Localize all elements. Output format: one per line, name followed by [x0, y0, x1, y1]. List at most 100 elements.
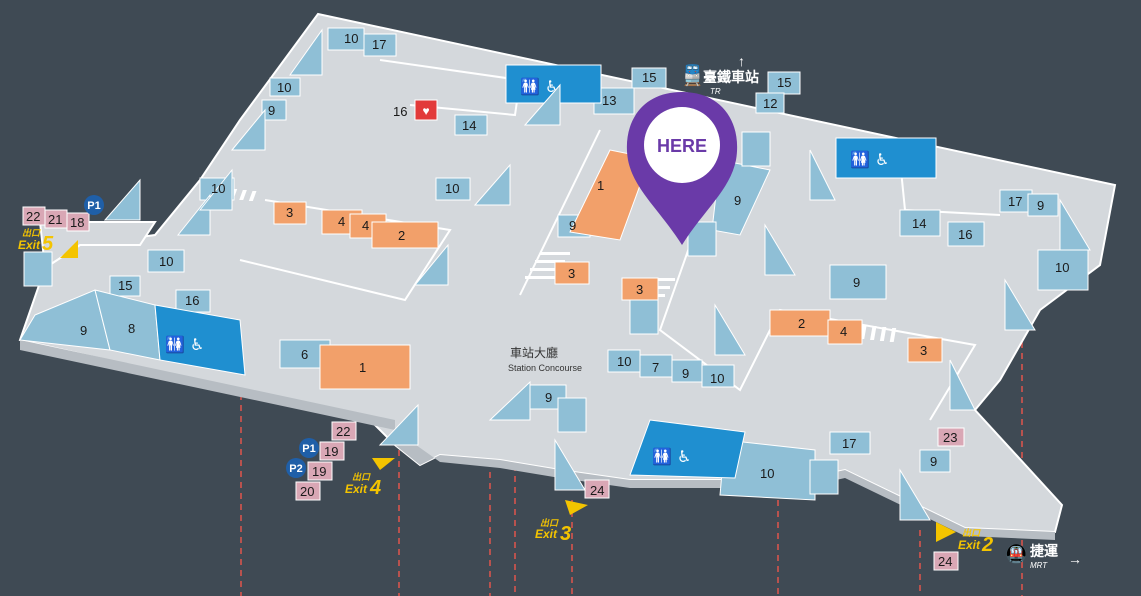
unit-label: 8 — [128, 321, 135, 336]
svg-text:🚻 ♿: 🚻 ♿ — [652, 447, 691, 466]
unit-label: 22 — [336, 424, 350, 439]
unit-label: 10 — [277, 80, 291, 95]
unit-label: 3 — [636, 282, 643, 297]
unit-label: 17 — [1008, 194, 1022, 209]
exit-2: 出口 Exit 2 — [958, 528, 993, 556]
unit-label: 3 — [286, 205, 293, 220]
exit-4: 出口 Exit 4 — [345, 472, 381, 499]
exit-zh: 出口 — [962, 528, 981, 538]
exit-num: 5 — [42, 233, 54, 255]
unit-label: 24 — [938, 554, 952, 569]
unit-label: 14 — [462, 118, 476, 133]
exit-en: Exit — [345, 482, 368, 496]
unit-label: 10 — [344, 31, 358, 46]
unit-label: 9 — [682, 366, 689, 381]
unit-label: 1 — [597, 178, 604, 193]
unit-label: 1 — [359, 360, 366, 375]
unit-label: 19 — [324, 444, 338, 459]
unit-label: 2 — [398, 228, 405, 243]
parking-p2: P2 — [289, 463, 302, 475]
heart-icon: ♥ — [422, 104, 429, 118]
concourse-zh: 車站大廳 — [510, 345, 558, 360]
restrooms: 🚻 ♿ 🚻 ♿ 🚻 ♿ 🚻 ♿ — [154, 64, 937, 479]
exit-zh: 出口 — [22, 228, 41, 238]
unit-label: 9 — [80, 323, 87, 338]
here-marker — [626, 92, 738, 245]
unit-label: 3 — [568, 266, 575, 281]
unit-label: 13 — [602, 93, 616, 108]
exit-3: 出口 Exit 3 — [535, 518, 571, 545]
mrt-en: MRT — [1030, 561, 1048, 570]
parking-badges — [84, 195, 319, 478]
exit-zh: 出口 — [352, 472, 371, 482]
concourse-en: Station Concourse — [508, 363, 582, 373]
unit-label: 10 — [159, 254, 173, 269]
unit-label: 3 — [920, 343, 927, 358]
unit-label: 9 — [569, 218, 576, 233]
svg-text:🚻 ♿: 🚻 ♿ — [520, 77, 559, 96]
unit-label: 12 — [763, 96, 777, 111]
exit-en: Exit — [535, 527, 558, 541]
unit-label: 9 — [545, 390, 552, 405]
unit-label: 17 — [842, 436, 856, 451]
metro-icon: 🚇 — [1005, 543, 1027, 564]
unit-label: 14 — [912, 216, 926, 231]
svg-text:🚻 ♿: 🚻 ♿ — [165, 335, 204, 354]
unit-label: 9 — [734, 193, 741, 208]
unit-label: 10 — [710, 371, 724, 386]
exit-en: Exit — [958, 538, 981, 552]
unit-label: 10 — [617, 354, 631, 369]
unit-label: 10 — [211, 181, 225, 196]
parking-p1: P1 — [87, 200, 100, 212]
exit-num: 3 — [560, 523, 571, 545]
unit-label: 10 — [445, 181, 459, 196]
tr-arrow-icon: ↑ — [738, 53, 745, 69]
exit-num: 2 — [981, 534, 993, 556]
unit-labels: 10 17 10 9 16 14 13 15 15 12 10 10 1 9 9… — [26, 31, 1069, 569]
mrt-zh: 捷運 — [1030, 543, 1059, 560]
service-icon — [414, 99, 438, 121]
unit-label: 4 — [362, 218, 369, 233]
train-icon: 🚆 — [680, 63, 705, 87]
exit-num: 4 — [369, 477, 381, 499]
unit-label: 9 — [268, 103, 275, 118]
unit-label: 15 — [777, 75, 791, 90]
unit-label: 7 — [652, 360, 659, 375]
exit-arrows — [60, 240, 956, 542]
unit-label: 16 — [958, 227, 972, 242]
exit-en: Exit — [18, 238, 41, 252]
unit-label: 15 — [118, 278, 132, 293]
unit-label: 16 — [185, 293, 199, 308]
pink-cells — [22, 206, 965, 571]
unit-label: 21 — [48, 212, 62, 227]
parking-p1: P1 — [302, 443, 315, 455]
unit-label: 20 — [300, 484, 314, 499]
svg-text:🚻 ♿: 🚻 ♿ — [850, 150, 889, 169]
unit-label: 6 — [301, 347, 308, 362]
unit-label: 9 — [1037, 198, 1044, 213]
unit-label: 9 — [853, 275, 860, 290]
exit-5: 出口 Exit 5 — [18, 228, 54, 255]
unit-label: 17 — [372, 37, 386, 52]
unit-label: 4 — [840, 324, 847, 339]
unit-label: 23 — [943, 430, 957, 445]
unit-label: 22 — [26, 209, 40, 224]
unit-label: 16 — [393, 104, 407, 119]
tr-en: TR — [710, 87, 721, 96]
unit-label: 19 — [312, 464, 326, 479]
mrt-arrow-icon: → — [1068, 551, 1082, 567]
unit-label: 18 — [70, 215, 84, 230]
unit-label: 2 — [798, 316, 805, 331]
unit-label: 15 — [642, 70, 656, 85]
unit-label: 10 — [1055, 260, 1069, 275]
unit-label: 10 — [760, 466, 774, 481]
unit-label: 24 — [590, 483, 604, 498]
here-label: HERE — [657, 136, 707, 156]
escalators — [103, 28, 1091, 521]
exit-zh: 出口 — [540, 518, 559, 528]
elevators — [23, 131, 839, 495]
unit-label: 9 — [930, 454, 937, 469]
unit-label: 4 — [338, 214, 345, 229]
